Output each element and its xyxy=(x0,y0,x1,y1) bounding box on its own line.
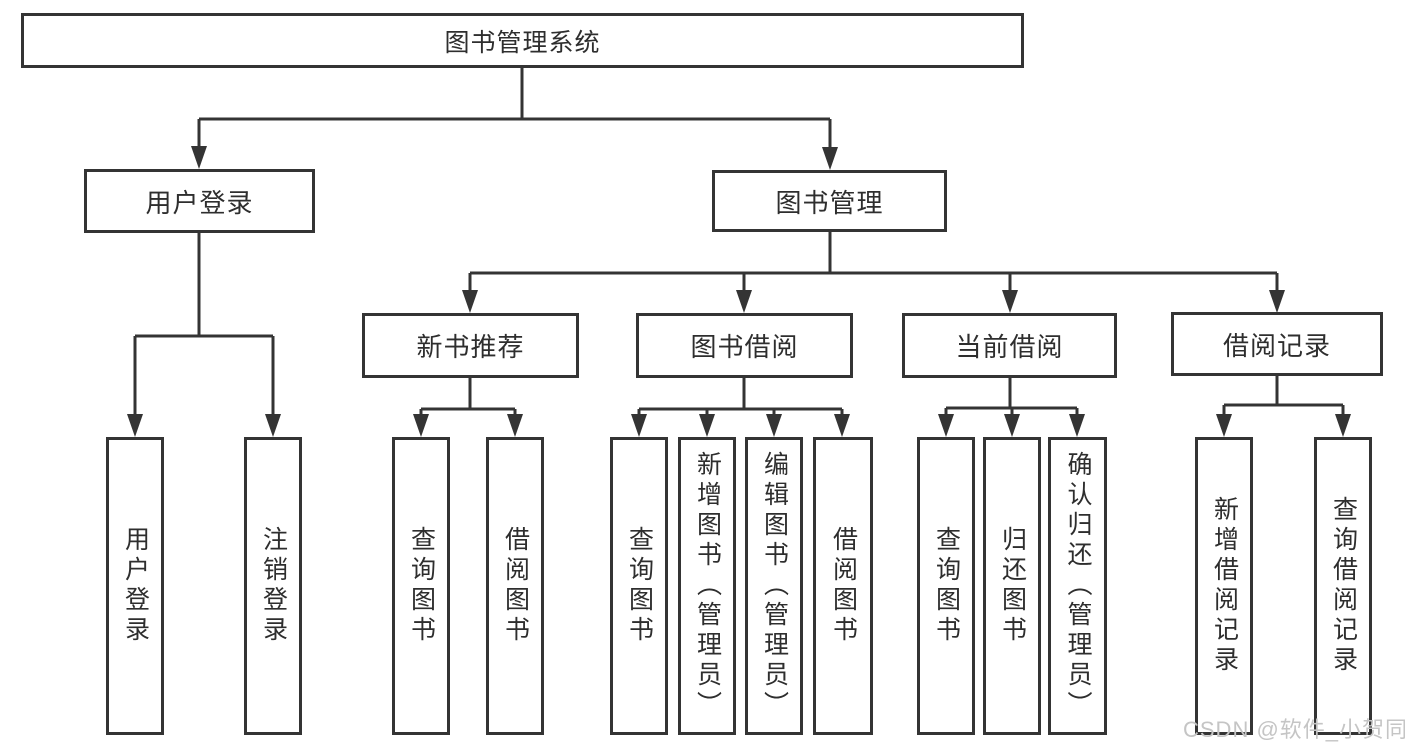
connector-bookmgmt-to-level3 xyxy=(462,232,1285,313)
connector-userlogin-to-leaves xyxy=(127,233,281,437)
arrowhead-icon xyxy=(766,414,782,437)
leaf-query-borrow-record: 查询借阅记录 xyxy=(1314,437,1372,735)
node-book-management: 图书管理 xyxy=(712,170,947,232)
arrowhead-icon xyxy=(699,414,715,437)
arrowhead-icon xyxy=(631,414,647,437)
csdn-watermark: CSDN @软件_小贺同学 xyxy=(1183,717,1405,742)
connector-borrowrecords-to-leaves xyxy=(1216,376,1351,437)
arrowhead-icon xyxy=(462,290,478,313)
leaf-add-borrow-record: 新增借阅记录 xyxy=(1195,437,1253,735)
arrowhead-icon xyxy=(507,414,523,437)
node-user-login: 用户登录 xyxy=(84,169,315,233)
arrowhead-icon xyxy=(265,414,281,437)
connector-newbook-to-leaves xyxy=(413,378,523,437)
node-borrow-records: 借阅记录 xyxy=(1171,312,1383,376)
arrowhead-icon xyxy=(127,414,143,437)
node-current-borrow: 当前借阅 xyxy=(902,313,1117,378)
arrowhead-icon xyxy=(1269,290,1285,313)
arrowhead-icon xyxy=(1004,414,1020,437)
leaf-return-books: 归还图书 xyxy=(983,437,1041,735)
leaf-edit-books-admin: 编辑图书（管理员） xyxy=(745,437,803,735)
connector-root-to-level2 xyxy=(191,68,838,170)
leaf-query-books-current: 查询图书 xyxy=(917,437,975,735)
arrowhead-icon xyxy=(736,290,752,313)
arrowhead-icon xyxy=(191,146,207,169)
leaf-add-books-admin: 新增图书（管理员） xyxy=(678,437,736,735)
leaf-query-books-borrow: 查询图书 xyxy=(610,437,668,735)
connector-currentborrow-to-leaves xyxy=(938,378,1085,437)
arrowhead-icon xyxy=(1335,414,1351,437)
arrowhead-icon xyxy=(1216,414,1232,437)
arrowhead-icon xyxy=(413,414,429,437)
leaf-borrow-books: 借阅图书 xyxy=(813,437,873,735)
leaf-query-books-recommend: 查询图书 xyxy=(392,437,450,735)
node-book-borrow: 图书借阅 xyxy=(636,313,853,378)
arrowhead-icon xyxy=(1069,414,1085,437)
node-new-book-recommend: 新书推荐 xyxy=(362,313,579,378)
leaf-user-login: 用户登录 xyxy=(106,437,164,735)
leaf-logout: 注销登录 xyxy=(244,437,302,735)
node-library-management-system: 图书管理系统 xyxy=(21,13,1024,68)
arrowhead-icon xyxy=(834,414,850,437)
leaf-confirm-return-admin: 确认归还（管理员） xyxy=(1048,437,1107,735)
connector-bookborrow-to-leaves xyxy=(631,378,850,437)
arrowhead-icon xyxy=(822,147,838,170)
arrowhead-icon xyxy=(1002,290,1018,313)
leaf-borrow-books-recommend: 借阅图书 xyxy=(486,437,544,735)
arrowhead-icon xyxy=(938,414,954,437)
